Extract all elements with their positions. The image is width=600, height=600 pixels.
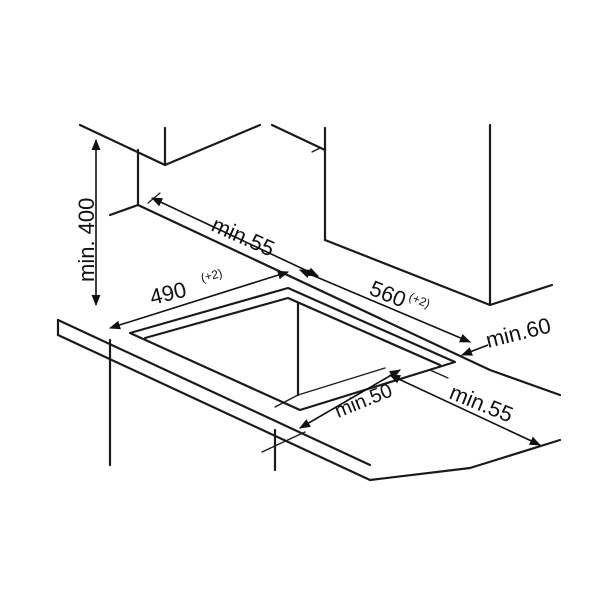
dim-min-55-back-line (150, 197, 320, 277)
dim-min-50-line (299, 369, 401, 429)
label-560-tolerance: (+2) (407, 290, 432, 311)
dim-min-55-side-line (388, 374, 542, 446)
label-min-60: min.60 (483, 313, 553, 353)
label-560: 560 (366, 275, 409, 312)
dimension-lines (91, 138, 542, 446)
label-min-50: min.50 (332, 380, 396, 423)
dim-560-line (298, 269, 472, 343)
dim-490-line (108, 270, 290, 330)
wall-cabinet (78, 123, 327, 242)
label-min-400: min. 400 (74, 198, 99, 282)
label-490-tolerance: (+2) (199, 266, 223, 285)
dimension-labels: min. 400 min.55 490 (+2) 560 (+2) min.60… (74, 198, 553, 428)
dim-min-60-line (460, 344, 489, 356)
worktop (56, 203, 562, 482)
label-min-55-side: min.55 (446, 379, 517, 427)
